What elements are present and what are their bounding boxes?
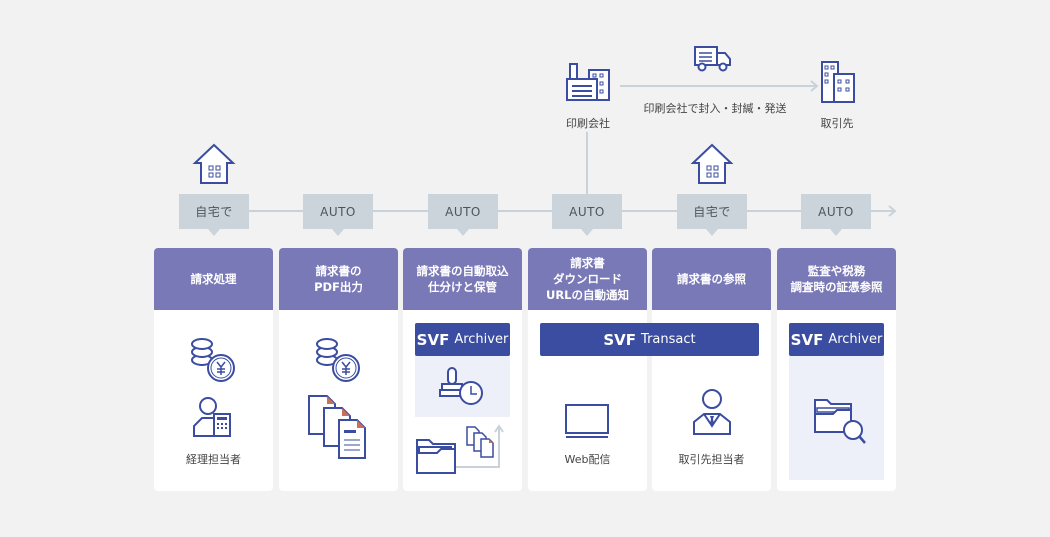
shipping-line	[620, 85, 810, 87]
product-name: Archiver	[828, 332, 883, 347]
coins-yen-icon	[316, 338, 360, 382]
step-card-audit-reference: 監査や税務 調査時の証憑参照 SVF Archiver	[777, 248, 896, 491]
truck-icon	[694, 46, 731, 72]
step-card-web-delivery: 請求書 ダウンロード URLの自動通知 Web配信	[528, 248, 647, 491]
step-title: 請求処理	[154, 248, 273, 310]
svf-archiver-badge: SVF Archiver	[415, 323, 510, 356]
client-label: 取引先	[820, 117, 854, 130]
brand-name: SVF	[790, 330, 824, 349]
step-caption: 経理担当者	[186, 453, 241, 466]
mode-tag-home: 自宅で	[677, 194, 747, 236]
timestamp-stamp-icon	[439, 367, 483, 405]
mode-tag-home: 自宅で	[179, 194, 249, 236]
mode-tag-auto: AUTO	[428, 194, 498, 236]
step-card-pdf-output: 請求書の PDF出力	[279, 248, 398, 491]
coins-yen-icon	[191, 338, 235, 382]
step-title: 請求書の PDF出力	[279, 248, 398, 310]
mode-tag-auto: AUTO	[801, 194, 871, 236]
house-icon	[690, 143, 734, 184]
accountant-icon	[193, 397, 231, 437]
product-name: Transact	[641, 332, 696, 347]
step-card-auto-archive: 請求書の自動取込 仕分けと保管 SVF Archiver	[403, 248, 522, 491]
svf-archiver-badge: SVF Archiver	[789, 323, 884, 356]
folder-sorting-icon	[416, 424, 504, 474]
step-title: 請求書の自動取込 仕分けと保管	[403, 248, 522, 310]
step-title: 請求書の参照	[652, 248, 771, 310]
folder-search-icon	[814, 399, 866, 444]
step-caption: 取引先担当者	[678, 453, 745, 466]
mode-tag-auto: AUTO	[552, 194, 622, 236]
brand-name: SVF	[603, 330, 637, 349]
step-card-view-invoice: 請求書の参照 取引先担当者	[652, 248, 771, 491]
step-caption: Web配信	[564, 453, 611, 466]
step-title: 請求書 ダウンロード URLの自動通知	[528, 248, 647, 310]
shipping-label: 印刷会社で封入・封緘・発送	[643, 102, 787, 115]
mode-tag-auto: AUTO	[303, 194, 373, 236]
invoice-documents-icon	[308, 395, 366, 459]
business-person-icon	[693, 389, 731, 435]
house-icon	[192, 143, 236, 184]
timeline-line	[213, 210, 883, 212]
office-building-icon	[821, 61, 855, 103]
product-name: Archiver	[454, 332, 509, 347]
brand-name: SVF	[416, 330, 450, 349]
factory-icon	[566, 63, 610, 101]
laptop-icon	[565, 404, 609, 438]
step-title: 監査や税務 調査時の証憑参照	[777, 248, 896, 310]
printer-connector	[586, 132, 588, 210]
shipping-arrow-icon	[804, 80, 819, 92]
step-card-billing: 請求処理 経理担当者	[154, 248, 273, 491]
printer-label: 印刷会社	[566, 117, 610, 130]
timeline-arrow-icon	[882, 205, 897, 217]
svf-transact-badge: SVF Transact	[540, 323, 759, 356]
